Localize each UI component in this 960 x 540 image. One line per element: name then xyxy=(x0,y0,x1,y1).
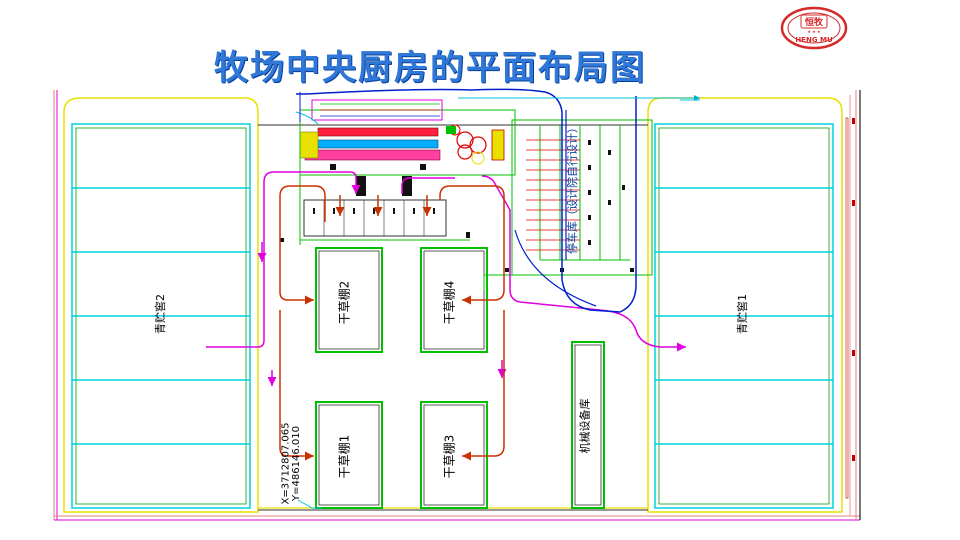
page-title: 牧场中央厨房的平面布局图 xyxy=(214,48,646,88)
logo-top-text: 恒牧 xyxy=(805,16,824,28)
cyan-service-lines xyxy=(295,92,700,125)
heng-mu-logo: 恒牧 ★ ★ ★ HENG MU xyxy=(780,6,848,50)
central-kitchen-equipment xyxy=(299,99,516,196)
parking-label: 停车库（设计院自行设计） xyxy=(566,122,579,254)
hay-shed-3-label: 干草棚3 xyxy=(442,434,457,479)
blue-vehicle-route xyxy=(296,88,637,313)
hay-shed-4-label: 干草棚4 xyxy=(442,280,457,325)
coordinate-y-label: Y=486146.010 xyxy=(290,426,302,501)
silage-bunker-2 xyxy=(71,123,251,509)
coordinate-leader xyxy=(297,499,322,509)
machinery-garage xyxy=(571,341,605,509)
coordinate-x-label: X=3712807.065 xyxy=(280,422,292,505)
parking-area xyxy=(484,119,653,276)
hay-shed-2-label: 干草棚2 xyxy=(337,280,352,325)
logo-bottom-text: HENG MU xyxy=(795,36,833,44)
hay-shed-1 xyxy=(315,401,383,509)
feed-bins xyxy=(280,199,470,242)
hay-shed-3 xyxy=(420,401,488,509)
hay-shed-2 xyxy=(315,247,383,353)
hay-shed-1-label: 干草棚1 xyxy=(337,434,352,479)
magenta-traffic-route xyxy=(206,171,686,386)
machinery-garage-label: 机械设备库 xyxy=(578,398,592,454)
feed-flow-arrows xyxy=(279,185,505,461)
silage-bunker-1-label: 青贮窖1 xyxy=(736,294,749,334)
silage-bunker-1 xyxy=(654,117,855,509)
logo-stars: ★ ★ ★ xyxy=(807,29,821,34)
silage-bunker-2-label: 青贮窖2 xyxy=(154,294,167,334)
